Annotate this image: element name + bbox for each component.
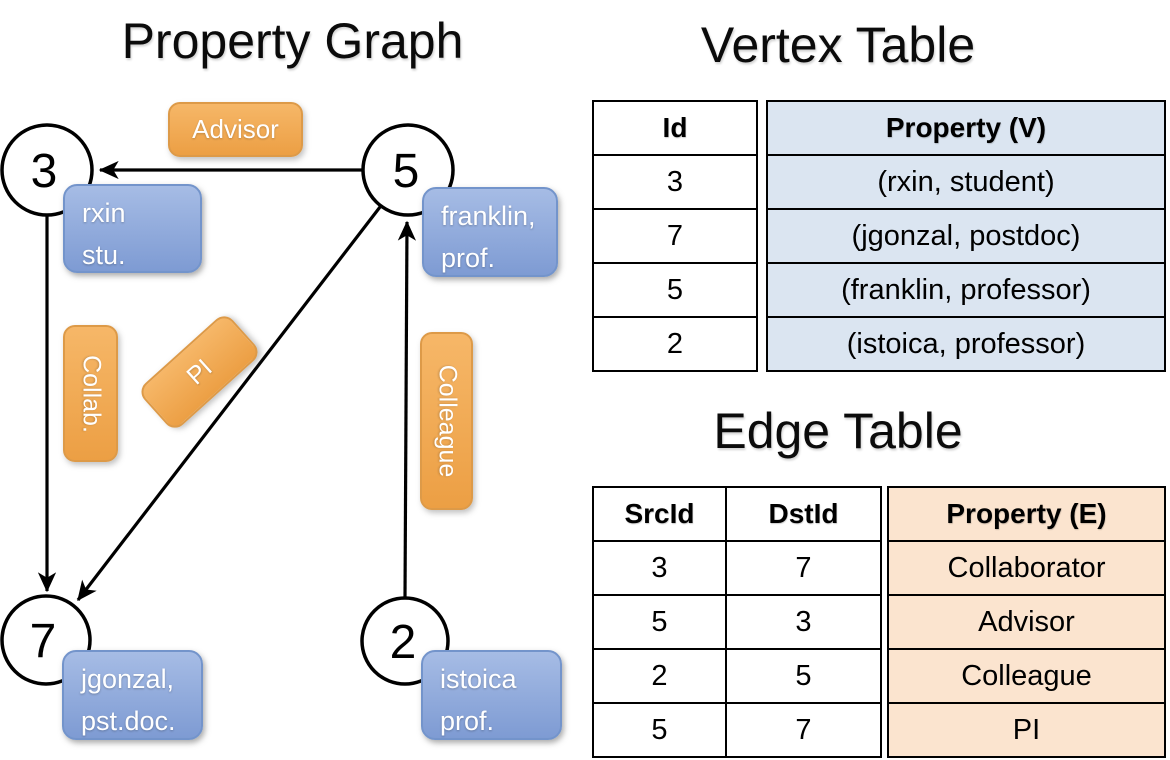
edge-table-header-srcid: SrcId (624, 498, 695, 529)
edge-table-cell: 5 (651, 605, 668, 638)
edge-table-row: 3 7 (594, 540, 880, 594)
edge-colleague-arrow (397, 220, 417, 598)
edge-table-cell: 3 (725, 596, 880, 648)
vertex-property-line: rxin (82, 198, 126, 228)
edge-table-cell: 5 (651, 713, 668, 746)
vertex-table-cell: 5 (594, 262, 756, 316)
vertex-id-5: 5 (393, 145, 420, 198)
edge-table-row: 2 5 (594, 648, 880, 702)
edge-table-cell: 5 (725, 650, 880, 702)
vertex-table-cell: 3 (594, 154, 756, 208)
vertex-property-line: franklin, (441, 201, 536, 231)
vertex-table-header-id: Id (662, 112, 688, 143)
edge-label-colleague: Colleague (420, 332, 473, 510)
vertex-property-box-istoica: istoica prof. (421, 650, 562, 740)
edge-table-cell: Colleague (889, 648, 1164, 702)
vertex-property-box-franklin: franklin, prof. (422, 187, 558, 277)
edge-table-header-dstid: DstId (725, 488, 880, 540)
vertex-property-line: prof. (441, 242, 496, 273)
edge-table-cell: Advisor (889, 594, 1164, 648)
vertex-property-line: stu. (82, 239, 126, 270)
edge-table-row: 5 3 (594, 594, 880, 648)
edge-table-title: Edge Table (713, 403, 963, 459)
edge-label-text: PI (181, 353, 218, 390)
vertex-table-property-column: Property (V) (rxin, student) (jgonzal, p… (766, 100, 1166, 372)
edge-label-collab: Collab. (63, 325, 118, 462)
edge-table-cell: 7 (725, 542, 880, 594)
vertex-table-cell: (jgonzal, postdoc) (768, 208, 1164, 262)
vertex-id-3: 3 (31, 145, 58, 198)
vertex-property-line: prof. (440, 705, 495, 736)
vertex-table-title: Vertex Table (700, 17, 976, 73)
edge-table-cell: 2 (651, 659, 668, 692)
edge-table-property-column: Property (E) Collaborator Advisor Collea… (887, 486, 1166, 758)
edge-label-text: Collab. (77, 354, 105, 433)
edge-table-header-property: Property (E) (889, 488, 1164, 540)
vertex-property-box-jgonzal: jgonzal, pst.doc. (62, 650, 203, 740)
edge-table-cell: PI (889, 702, 1164, 756)
vertex-property-line: pst.doc. (81, 705, 176, 736)
vertex-table-cell: (rxin, student) (768, 154, 1164, 208)
vertex-table-cell: (istoica, professor) (768, 316, 1164, 370)
property-graph-title: Property Graph (121, 13, 464, 69)
edge-table-cell: 3 (651, 551, 668, 584)
edge-table-header-row: SrcId DstId (594, 488, 880, 540)
vertex-id-7: 7 (30, 615, 57, 668)
edge-label-advisor: Advisor (168, 102, 303, 157)
edge-table-cell: 7 (725, 704, 880, 756)
vertex-property-line: istoica (440, 664, 517, 694)
edge-table-row: 5 7 (594, 702, 880, 756)
edge-table-id-columns: SrcId DstId 3 7 5 3 2 5 5 7 (592, 486, 882, 758)
vertex-property-line: jgonzal, (81, 664, 175, 694)
vertex-table-header-property: Property (V) (768, 102, 1164, 154)
vertex-table-cell: (franklin, professor) (768, 262, 1164, 316)
edge-table-cell: Collaborator (889, 540, 1164, 594)
vertex-id-2: 2 (390, 616, 417, 669)
edge-label-text: Advisor (192, 114, 279, 144)
edge-pi-arrow (76, 206, 382, 601)
edge-label-text: Colleague (433, 364, 461, 478)
vertex-table-cell: 7 (594, 208, 756, 262)
vertex-table-id-column: Id 3 7 5 2 (592, 100, 758, 372)
vertex-table-cell: 2 (594, 316, 756, 370)
vertex-property-box-rxin: rxin stu. (63, 184, 202, 273)
